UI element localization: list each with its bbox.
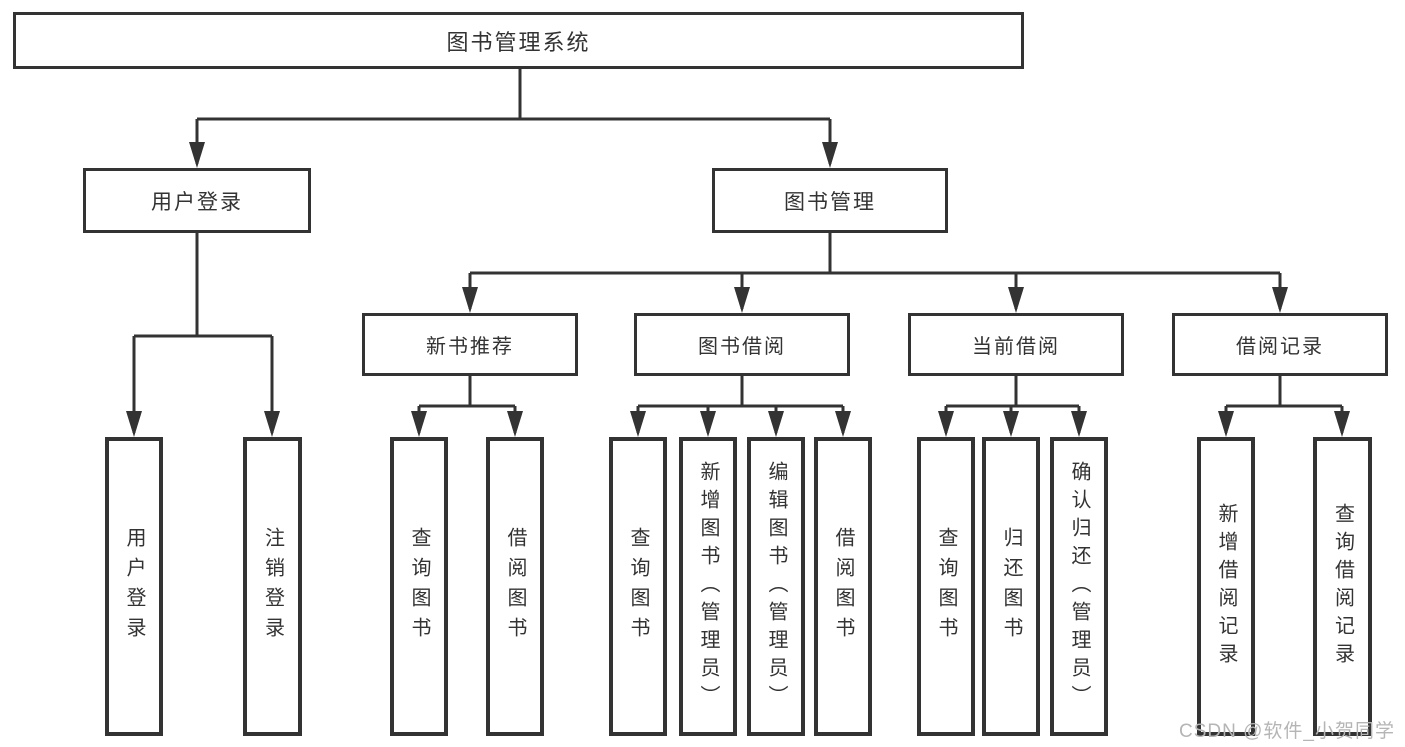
leaf-add-borrow-record-label: 新增借阅记录 bbox=[1215, 502, 1237, 671]
leaf-query-books-recommend: 查询图书 bbox=[390, 437, 448, 736]
csdn-watermark: CSDN @软件_小贺同学 bbox=[1179, 721, 1395, 742]
leaf-borrow-books-label: 借阅图书 bbox=[832, 526, 854, 647]
leaf-borrow-books-recommend-label: 借阅图书 bbox=[504, 526, 526, 647]
arrowheads-user-login bbox=[126, 411, 280, 437]
leaf-edit-books-admin-label: 编辑图书（管理员） bbox=[765, 460, 787, 713]
arrowheads-book-borrow bbox=[630, 411, 851, 437]
leaf-add-books-admin: 新增图书（管理员） bbox=[679, 437, 737, 736]
leaf-query-books-current-label: 查询图书 bbox=[935, 526, 957, 647]
connector-book-borrow bbox=[636, 376, 845, 433]
arrowheads-current-borrow bbox=[938, 411, 1087, 437]
leaf-confirm-return-admin-label: 确认归还（管理员） bbox=[1068, 460, 1090, 713]
arrowheads-borrow-records bbox=[1218, 411, 1350, 437]
leaf-return-books: 归还图书 bbox=[982, 437, 1040, 736]
leaf-query-books-borrow-label: 查询图书 bbox=[627, 526, 649, 647]
arrowheads-book-management bbox=[462, 287, 1288, 313]
leaf-borrow-books: 借阅图书 bbox=[814, 437, 872, 736]
node-book-borrow: 图书借阅 bbox=[634, 313, 850, 376]
leaf-add-borrow-record: 新增借阅记录 bbox=[1197, 437, 1255, 736]
leaf-confirm-return-admin: 确认归还（管理员） bbox=[1050, 437, 1108, 736]
leaf-logout-login: 注销登录 bbox=[243, 437, 302, 736]
leaf-query-borrow-record-label: 查询借阅记录 bbox=[1331, 502, 1354, 671]
node-root-system: 图书管理系统 bbox=[13, 12, 1024, 69]
connector-book-management bbox=[468, 233, 1282, 309]
connector-user-login bbox=[132, 233, 274, 433]
connector-root bbox=[195, 69, 832, 164]
node-user-login: 用户登录 bbox=[83, 168, 311, 233]
leaf-borrow-books-recommend: 借阅图书 bbox=[486, 437, 544, 736]
leaf-user-login: 用户登录 bbox=[105, 437, 163, 736]
node-book-management: 图书管理 bbox=[712, 168, 948, 233]
leaf-query-books-recommend-label: 查询图书 bbox=[408, 526, 430, 647]
node-current-borrow: 当前借阅 bbox=[908, 313, 1124, 376]
arrowheads-new-book bbox=[411, 411, 523, 437]
leaf-query-books-borrow: 查询图书 bbox=[609, 437, 667, 736]
node-new-book-recommend: 新书推荐 bbox=[362, 313, 578, 376]
node-borrow-records: 借阅记录 bbox=[1172, 313, 1388, 376]
arrowheads-root bbox=[189, 142, 838, 168]
leaf-add-books-admin-label: 新增图书（管理员） bbox=[697, 460, 719, 713]
connector-new-book bbox=[417, 376, 517, 433]
leaf-query-books-current: 查询图书 bbox=[917, 437, 975, 736]
leaf-logout-login-label: 注销登录 bbox=[261, 526, 284, 647]
leaf-return-books-label: 归还图书 bbox=[1000, 526, 1022, 647]
leaf-edit-books-admin: 编辑图书（管理员） bbox=[747, 437, 805, 736]
leaf-query-borrow-record: 查询借阅记录 bbox=[1313, 437, 1372, 736]
connector-borrow-records bbox=[1224, 376, 1344, 433]
leaf-user-login-label: 用户登录 bbox=[123, 526, 145, 647]
